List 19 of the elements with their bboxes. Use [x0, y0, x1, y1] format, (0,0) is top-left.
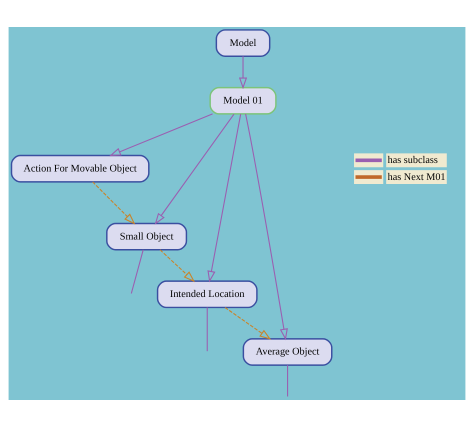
node-box: Average Object: [242, 338, 332, 366]
arrow: [224, 307, 272, 340]
node-box: Model 01: [209, 86, 277, 115]
arrow: [245, 114, 288, 340]
connector: [130, 250, 144, 294]
connector: [206, 308, 208, 352]
node-box: Action For Movable Object: [10, 154, 150, 183]
node-box: Model: [216, 29, 270, 57]
arrow: [154, 114, 234, 225]
arrow: [109, 113, 213, 156]
arrow: [238, 56, 248, 90]
node-box: Small Object: [106, 222, 188, 250]
node-box: Intended Location: [156, 280, 258, 308]
legend-label: has subclass: [388, 154, 438, 166]
legend-label: has Next M01: [388, 172, 446, 183]
arrow: [160, 249, 196, 282]
arrow: [207, 114, 242, 283]
arrow: [92, 182, 136, 225]
connector: [287, 365, 288, 396]
